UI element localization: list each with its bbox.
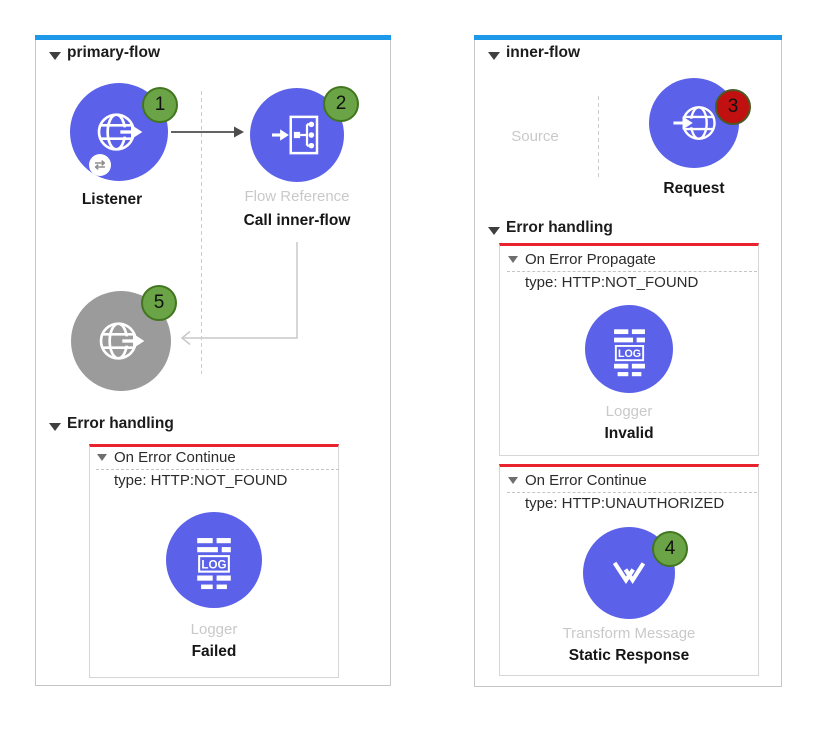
flow-accent-bar xyxy=(35,35,391,40)
collapse-triangle-error-handling[interactable] xyxy=(49,423,61,431)
flow-title: inner-flow xyxy=(506,44,581,61)
sequence-badge-5: 5 xyxy=(141,285,177,321)
request-label: Request xyxy=(663,180,725,197)
flow-container-inner[interactable]: inner-flow Source 3 Request Error handli… xyxy=(474,35,782,687)
http-listener-icon xyxy=(97,113,143,151)
sequence-badge-3: 3 xyxy=(715,89,751,125)
scope-kind-label: On Error Propagate xyxy=(507,250,757,272)
flow-title: primary-flow xyxy=(67,44,161,61)
collapse-triangle-scope[interactable] xyxy=(508,256,518,263)
error-handling-title: Error handling xyxy=(506,219,613,236)
flow-reference-icon xyxy=(272,115,319,155)
logger-type-label: Logger xyxy=(190,621,238,638)
return-connector-elbow xyxy=(183,242,298,339)
collapse-triangle-inner-flow[interactable] xyxy=(488,52,500,60)
collapse-triangle-primary-flow[interactable] xyxy=(49,52,61,60)
flow-container-primary[interactable]: primary-flow ⇄ 1 Listener xyxy=(35,35,391,686)
transform-name-label: Static Response xyxy=(568,647,690,664)
logger-icon: LOG xyxy=(197,538,231,590)
sequence-badge-4: 4 xyxy=(652,531,688,567)
on-error-continue-scope-header[interactable]: On Error Continue type: HTTP:UNAUTHORIZE… xyxy=(507,471,757,513)
collapse-triangle-error-handling[interactable] xyxy=(488,227,500,235)
scope-kind-label: On Error Continue xyxy=(96,448,339,470)
flow-reference-node[interactable] xyxy=(250,88,344,182)
http-response-icon xyxy=(99,322,145,360)
svg-text:LOG: LOG xyxy=(201,558,226,571)
logger-icon: LOG xyxy=(613,328,645,376)
logger-name-label: Failed xyxy=(191,643,237,660)
svg-text:LOG: LOG xyxy=(617,348,640,360)
logger-node[interactable]: LOG xyxy=(166,512,262,608)
sequence-badge-1: 1 xyxy=(142,87,178,123)
error-handling-title: Error handling xyxy=(67,415,174,432)
collapse-triangle-scope[interactable] xyxy=(97,454,107,461)
collapse-triangle-scope[interactable] xyxy=(508,477,518,484)
logger-name-label: Invalid xyxy=(604,425,654,442)
scope-kind-label: On Error Continue xyxy=(507,471,757,493)
logger-type-label: Logger xyxy=(605,403,653,420)
message-flow-arrowhead xyxy=(234,126,244,138)
exchange-icon: ⇄ xyxy=(89,154,111,176)
logger-node[interactable]: LOG xyxy=(585,305,673,393)
flow-reference-type-label: Flow Reference xyxy=(244,188,350,205)
scope-type-label: type: HTTP:NOT_FOUND xyxy=(525,274,699,291)
http-request-icon xyxy=(673,106,716,140)
return-connector-arrowhead xyxy=(180,330,191,346)
flow-accent-bar xyxy=(474,35,782,40)
transform-type-label: Transform Message xyxy=(562,625,696,642)
listener-label: Listener xyxy=(81,191,143,208)
transform-message-icon xyxy=(612,561,646,585)
on-error-continue-scope-header[interactable]: On Error Continue type: HTTP:NOT_FOUND xyxy=(96,448,339,490)
scope-type-label: type: HTTP:NOT_FOUND xyxy=(114,472,288,489)
scope-type-label: type: HTTP:UNAUTHORIZED xyxy=(525,495,725,512)
on-error-propagate-scope-header[interactable]: On Error Propagate type: HTTP:NOT_FOUND xyxy=(507,250,757,292)
sequence-badge-2: 2 xyxy=(323,86,359,122)
flow-reference-name-label: Call inner-flow xyxy=(243,212,351,229)
source-placeholder-label: Source xyxy=(511,128,559,145)
